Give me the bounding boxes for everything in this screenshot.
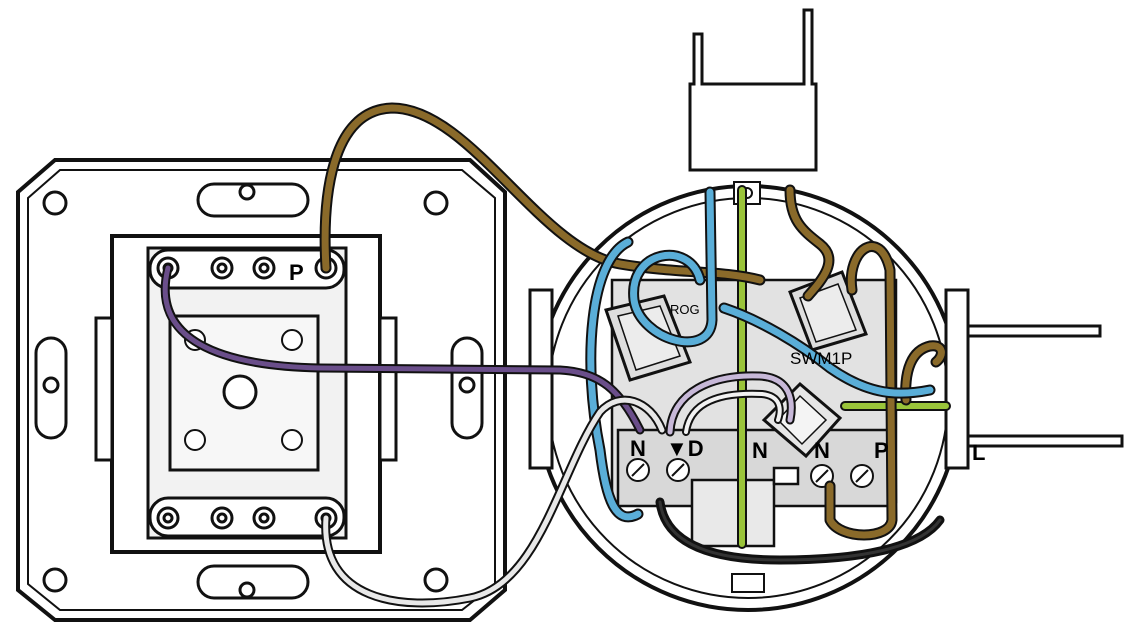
mounting-slots — [34, 182, 484, 600]
switch-insert — [94, 234, 398, 554]
wire-connectors — [604, 270, 868, 459]
terminal-label-n2: N — [752, 438, 768, 463]
corner-screw-holes — [42, 190, 449, 593]
connector-label-rog: ROG — [670, 302, 700, 317]
terminal-label-l: L — [972, 440, 985, 465]
terminal-label-d: ▼D — [666, 436, 704, 461]
terminal-label-n3: N — [814, 438, 830, 463]
connector-label-swm1p: SWM1P — [790, 349, 852, 368]
labels: P ROG SWM1P N ▼D N N P L — [289, 260, 985, 465]
switch-terminal-label-p: P — [289, 260, 304, 285]
terminal-label-p: P — [874, 438, 889, 463]
wires — [160, 102, 951, 608]
terminal-screws — [626, 458, 874, 488]
conduit-entries — [688, 8, 1124, 448]
terminal-label-n1: N — [630, 436, 646, 461]
